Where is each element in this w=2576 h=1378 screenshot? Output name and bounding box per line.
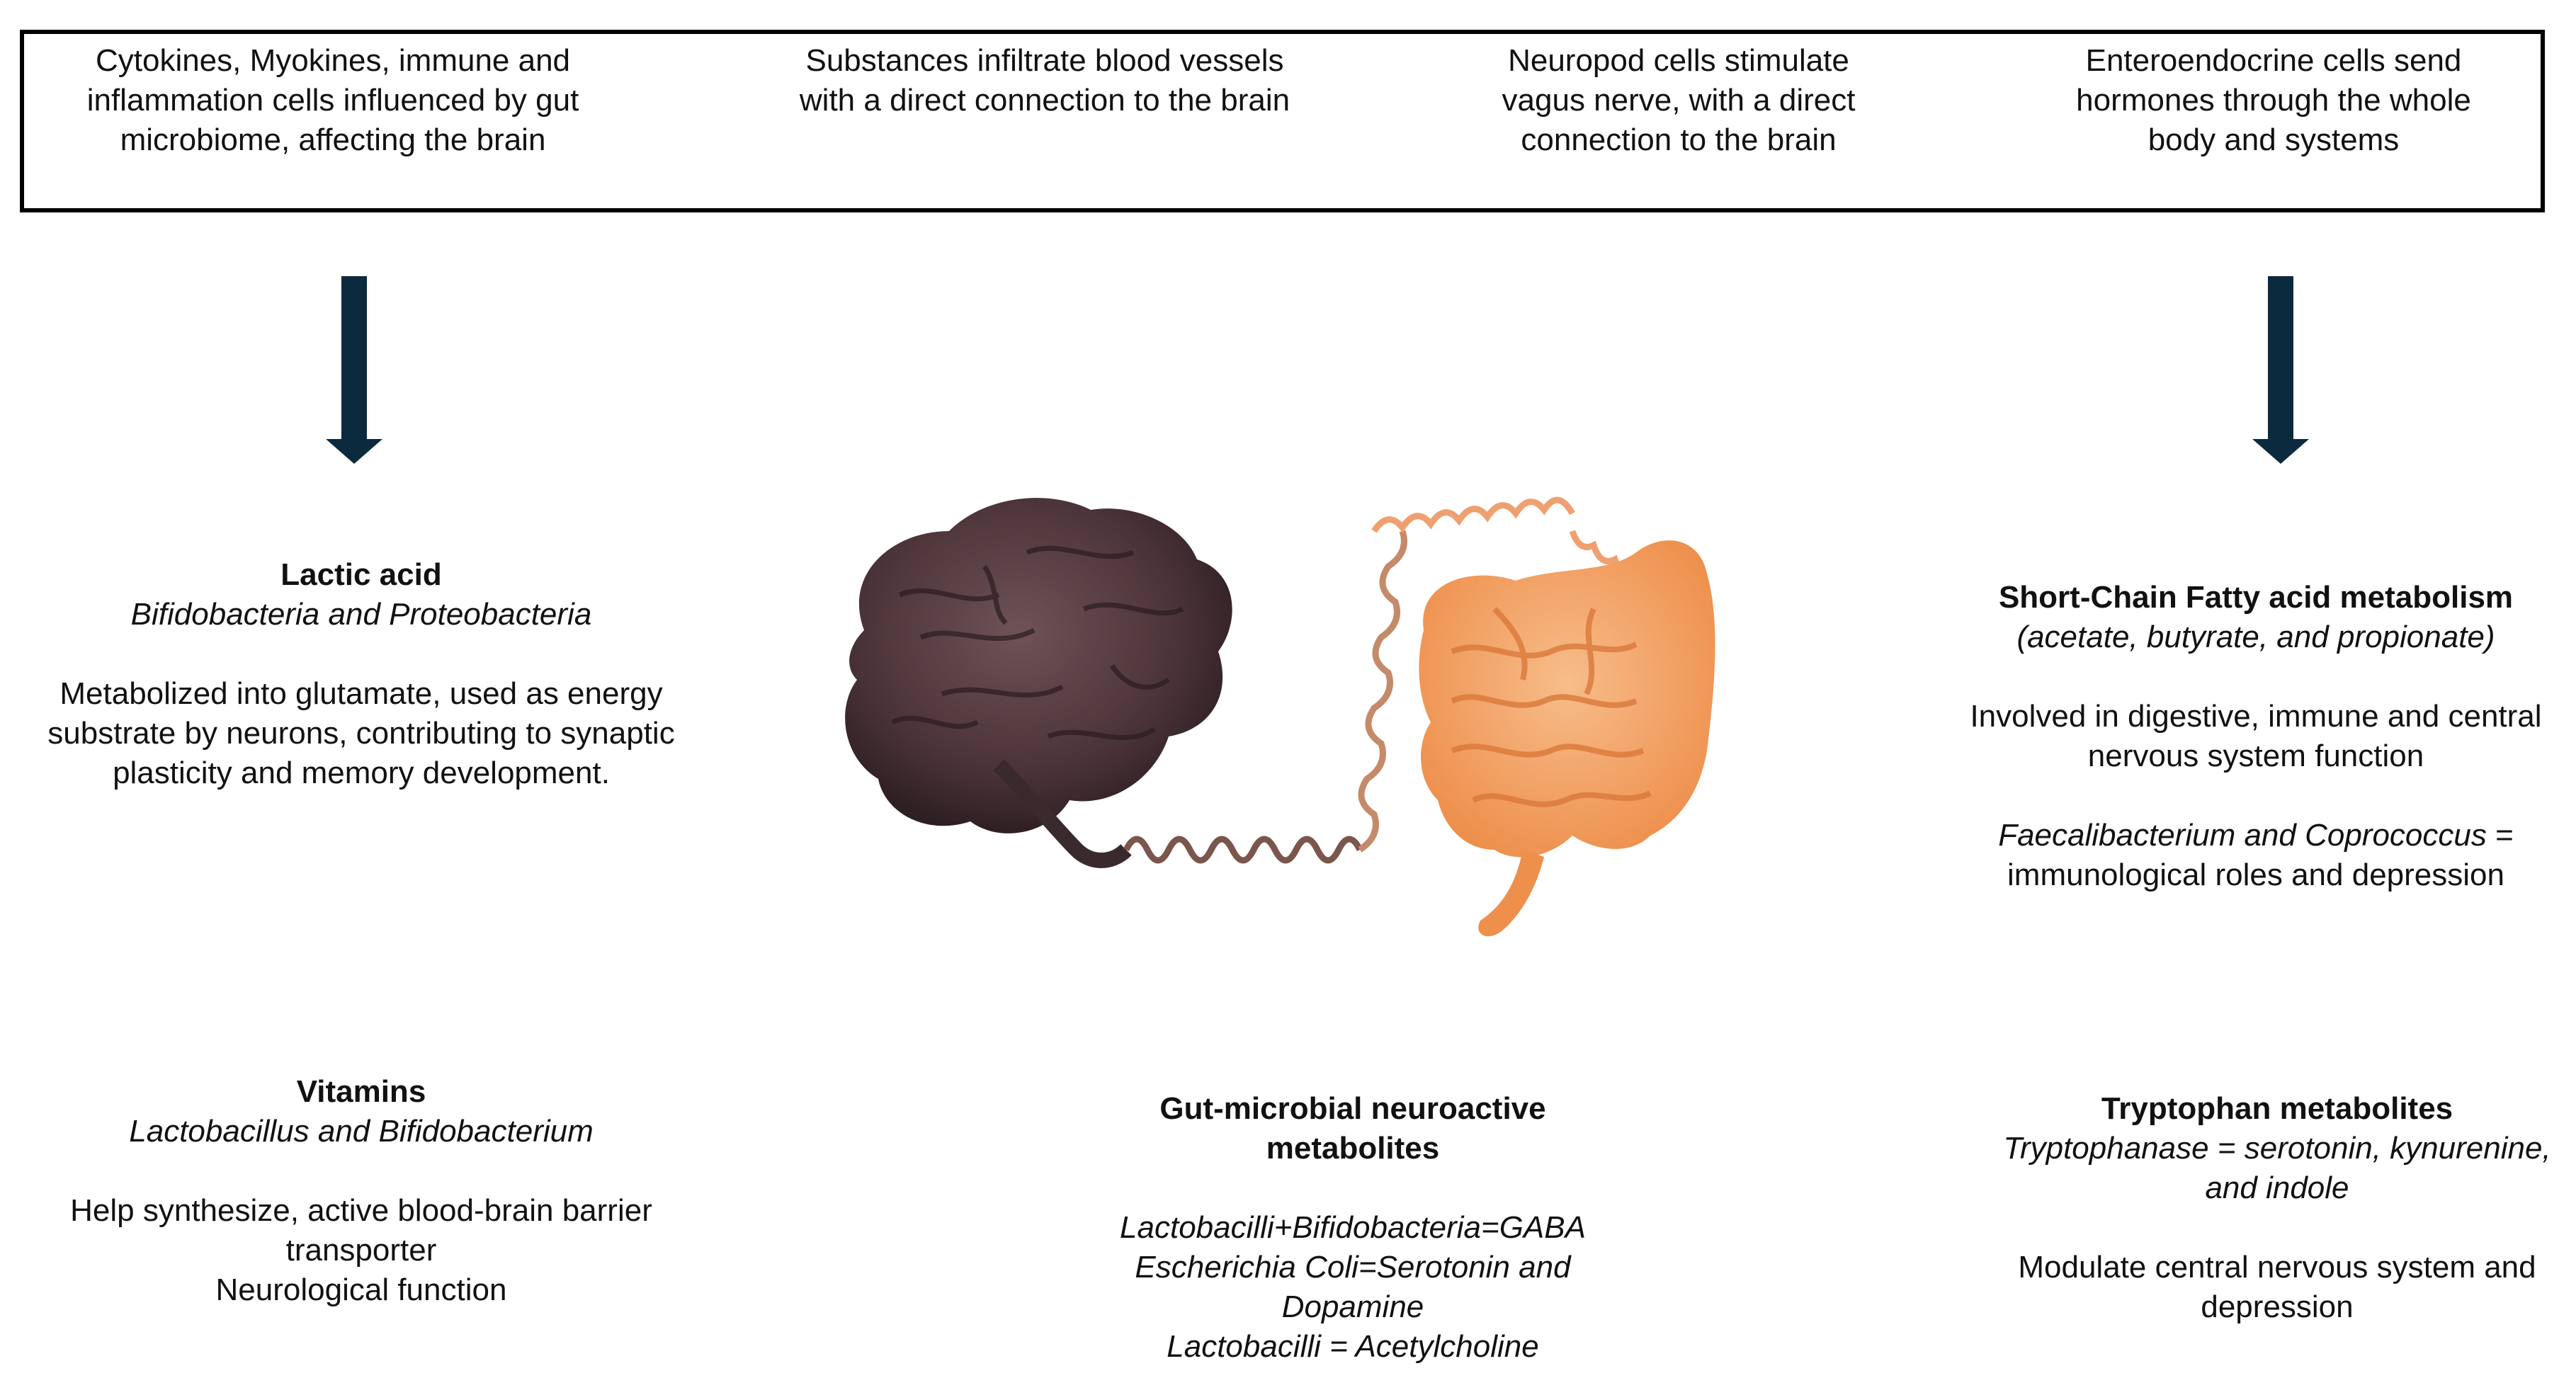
lactic-acid-bacteria: Bifidobacteria and Proteobacteria: [21, 595, 701, 634]
vitamins-block: Vitamins Lactobacillus and Bifidobacteri…: [28, 1072, 694, 1310]
top-item-blood-vessels: Substances infiltrate blood vessels with…: [751, 41, 1339, 120]
vitamins-title: Vitamins: [28, 1072, 694, 1112]
scfa-bacteria-roles: immunological roles and depression: [1941, 855, 2571, 895]
brain-icon: [845, 498, 1232, 860]
top-item-vagus-nerve: Neuropod cells stimulate vagus nerve, wi…: [1438, 41, 1919, 160]
tryptophan-title: Tryptophan metabolites: [1955, 1089, 2576, 1129]
top-item-enteroendocrine: Enteroendocrine cells send hormones thro…: [2026, 41, 2521, 160]
scfa-title: Short-Chain Fatty acid metabolism: [1941, 578, 2571, 617]
scfa-block: Short-Chain Fatty acid metabolism (aceta…: [1941, 578, 2571, 895]
tryptophan-description: Modulate central nervous system and depr…: [1955, 1248, 2576, 1327]
lactic-acid-title: Lactic acid: [21, 555, 701, 595]
gut-microbial-title: Gut-microbial neuroactive metabolites: [1020, 1089, 1686, 1168]
vitamins-description: Help synthesize, active blood-brain barr…: [28, 1191, 694, 1310]
gut-microbial-block: Gut-microbial neuroactive metabolites La…: [1020, 1089, 1686, 1367]
gut-microbial-lines: Lactobacilli+Bifidobacteria=GABA Escheri…: [1020, 1208, 1686, 1367]
vitamins-bacteria: Lactobacillus and Bifidobacterium: [28, 1112, 694, 1151]
lactic-acid-block: Lactic acid Bifidobacteria and Proteobac…: [21, 555, 701, 793]
tryptophan-block: Tryptophan metabolites Tryptophanase = s…: [1955, 1089, 2576, 1327]
lactic-acid-description: Metabolized into glutamate, used as ener…: [21, 674, 701, 793]
intestine-icon: [1419, 540, 1715, 936]
gut-brain-illustration: [815, 397, 1877, 1034]
down-arrow-icon: [326, 276, 382, 464]
scfa-subtitle: (acetate, butyrate, and propionate): [1941, 617, 2571, 657]
scfa-bacteria-names: Faecalibacterium and Coprococcus: [1998, 818, 2487, 853]
top-item-immune: Cytokines, Myokines, immune and inflamma…: [42, 41, 623, 160]
down-arrow-icon: [2252, 276, 2309, 464]
scfa-bacteria-line: Faecalibacterium and Coprococcus =: [1941, 816, 2571, 855]
tryptophan-italic: Tryptophanase = serotonin, kynurenine, a…: [1955, 1129, 2576, 1208]
scfa-description: Involved in digestive, immune and centra…: [1941, 697, 2571, 776]
scfa-bacteria-equals: =: [2487, 818, 2514, 853]
